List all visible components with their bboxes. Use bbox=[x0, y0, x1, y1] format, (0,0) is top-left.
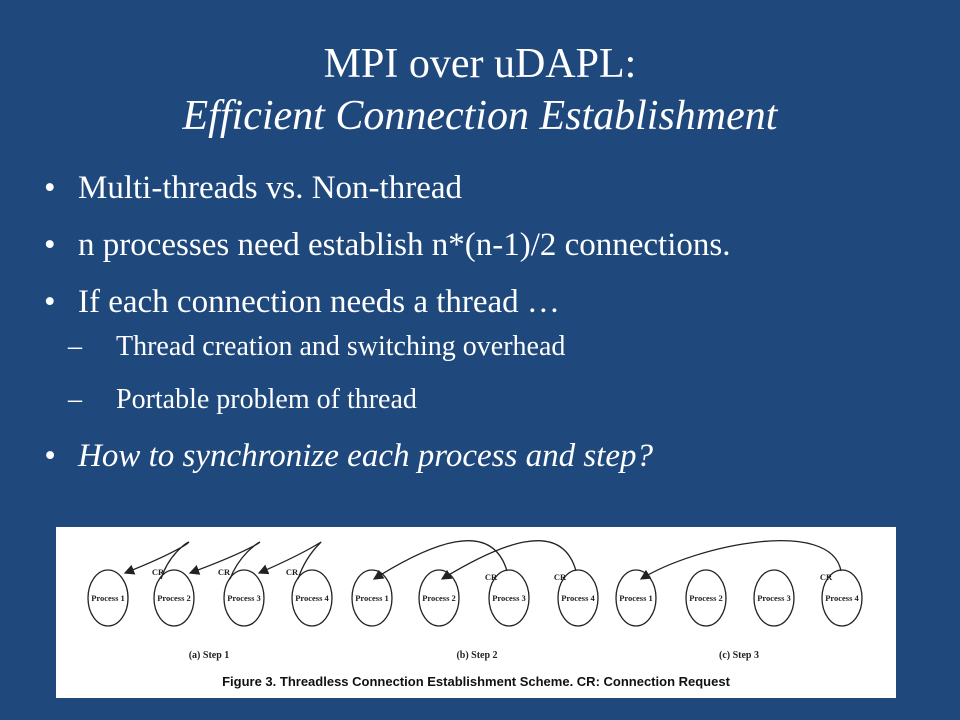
process-node bbox=[351, 569, 393, 627]
figure-caption: Figure 3. Threadless Connection Establis… bbox=[222, 674, 730, 689]
process-label: Process 1 bbox=[355, 593, 389, 603]
process-label: Process 1 bbox=[619, 593, 653, 603]
cr-label: CR bbox=[485, 572, 498, 582]
process-label: Process 4 bbox=[295, 593, 329, 603]
step-b-group bbox=[351, 540, 599, 627]
process-node bbox=[557, 569, 599, 627]
slide-title: MPI over uDAPL: Efficient Connection Est… bbox=[0, 38, 960, 142]
bullet-list: Multi-threads vs. Non-thread n processes… bbox=[44, 168, 944, 493]
cr-label: CR bbox=[218, 567, 231, 577]
connection-scheme-diagram: CR CR CR CR CR CR Process 1 Process 2 Pr… bbox=[87, 540, 863, 689]
process-node bbox=[753, 569, 795, 627]
cr-label: CR bbox=[286, 567, 299, 577]
sub-bullet-item: Thread creation and switching overhead bbox=[68, 330, 944, 364]
process-node bbox=[685, 569, 727, 627]
figure-image: CR CR CR CR CR CR Process 1 Process 2 Pr… bbox=[56, 527, 896, 698]
process-label: Process 1 bbox=[91, 593, 125, 603]
cr-label: CR bbox=[152, 567, 165, 577]
bullet-text: If each connection needs a thread … bbox=[78, 284, 560, 320]
title-line-2: Efficient Connection Establishment bbox=[182, 93, 778, 139]
cr-arrow bbox=[123, 541, 190, 580]
process-node bbox=[615, 569, 657, 627]
process-node bbox=[153, 569, 195, 627]
process-label: Process 3 bbox=[757, 593, 791, 603]
process-label: Process 2 bbox=[157, 593, 191, 603]
cr-arrow bbox=[440, 540, 577, 580]
bullet-item: If each connection needs a thread … Thre… bbox=[44, 282, 944, 417]
bullet-item: n processes need establish n*(n-1)/2 con… bbox=[44, 225, 944, 265]
cr-arrow bbox=[372, 540, 508, 580]
cr-arrow bbox=[188, 541, 261, 580]
cr-arrow bbox=[639, 540, 842, 580]
sub-bullet-item: Portable problem of thread bbox=[68, 383, 944, 417]
cr-label: CR bbox=[820, 572, 833, 582]
process-label: Process 2 bbox=[422, 593, 456, 603]
process-label: Process 3 bbox=[492, 593, 526, 603]
step-a-group bbox=[87, 541, 333, 627]
bullet-item: Multi-threads vs. Non-thread bbox=[44, 168, 944, 208]
process-label: Process 4 bbox=[561, 593, 595, 603]
step-c-group bbox=[615, 540, 863, 627]
step-label: (b) Step 2 bbox=[456, 650, 497, 661]
process-label: Process 2 bbox=[689, 593, 723, 603]
process-node bbox=[291, 569, 333, 627]
step-label: (a) Step 1 bbox=[189, 650, 230, 661]
process-label: Process 4 bbox=[825, 593, 859, 603]
process-node bbox=[418, 569, 460, 627]
process-label: Process 3 bbox=[227, 593, 261, 603]
process-node bbox=[488, 569, 530, 627]
process-node bbox=[223, 569, 265, 627]
process-node bbox=[87, 569, 129, 627]
cr-label: CR bbox=[554, 572, 567, 582]
bullet-item: How to synchronize each process and step… bbox=[44, 436, 944, 476]
title-line-1: MPI over uDAPL: bbox=[323, 41, 637, 87]
step-label: (c) Step 3 bbox=[719, 650, 759, 661]
sub-bullet-list: Thread creation and switching overhead P… bbox=[68, 330, 944, 417]
process-node bbox=[821, 569, 863, 627]
cr-arrow bbox=[257, 541, 322, 580]
